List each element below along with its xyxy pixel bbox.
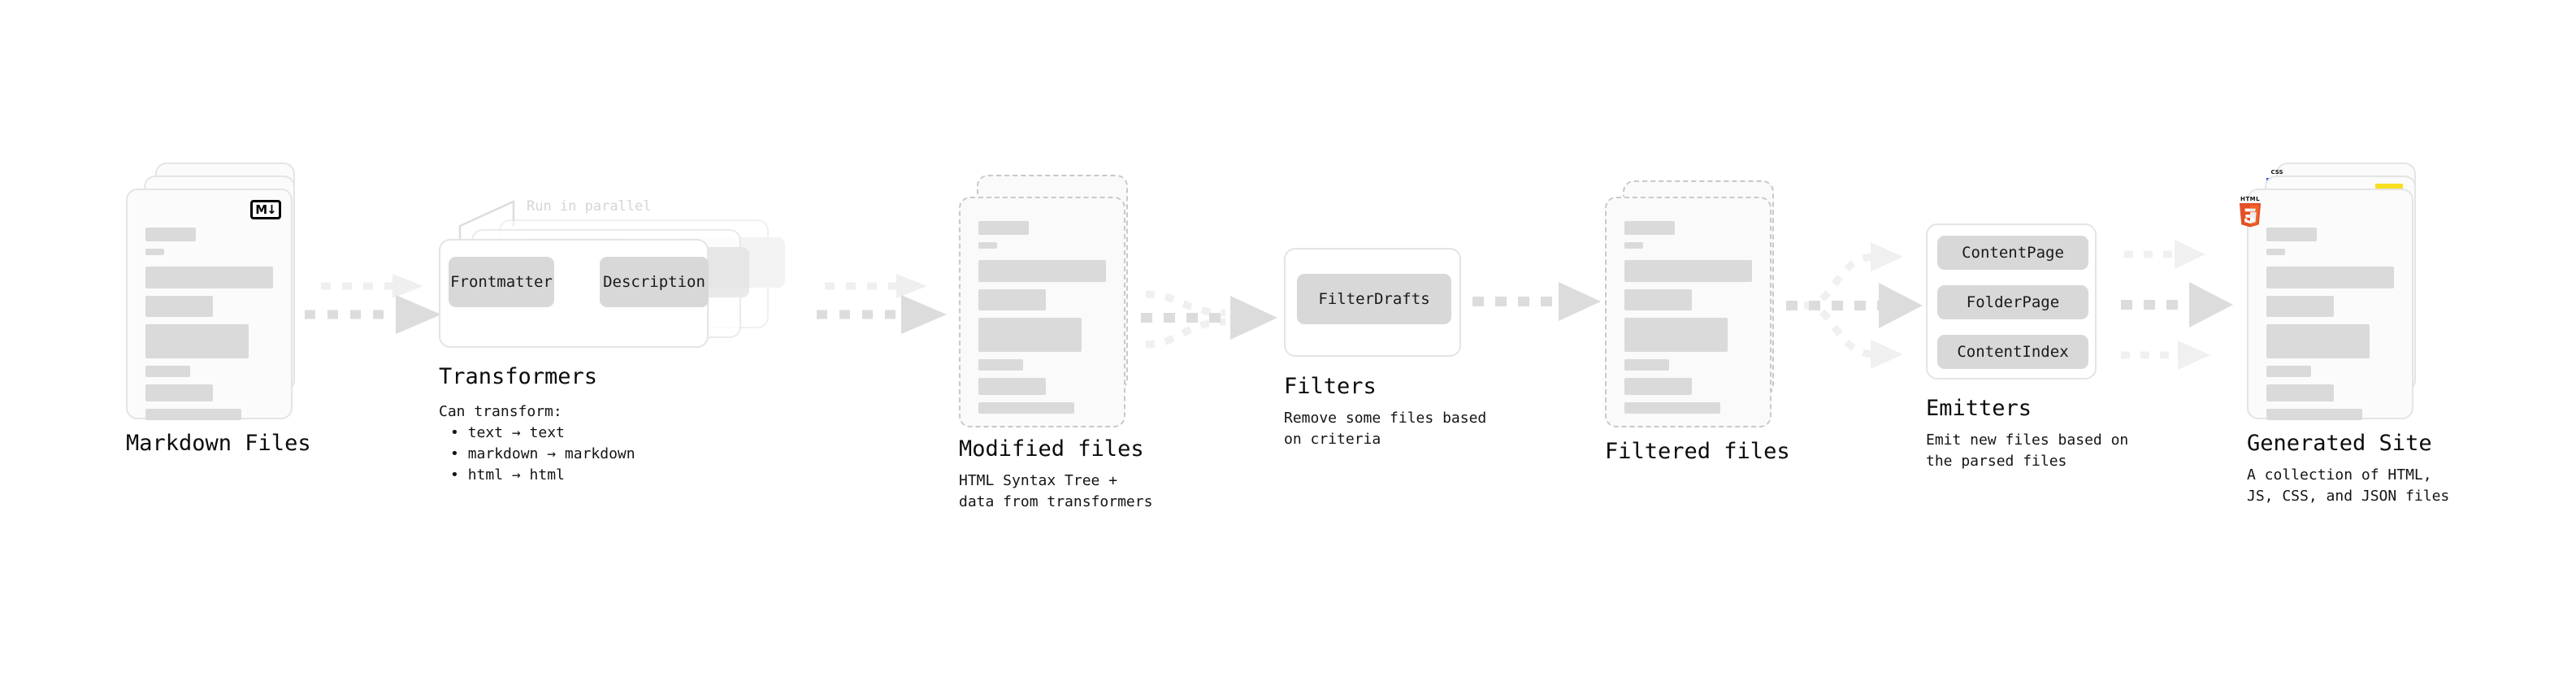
connector-transformers-to-modified <box>817 274 947 334</box>
connector-modified-to-filters <box>1141 290 1277 349</box>
filtered-files-title: Filtered files <box>1605 439 1790 464</box>
transformer-box-front: Frontmatter Description <box>439 239 709 348</box>
filters-box: FilterDrafts <box>1284 248 1461 357</box>
connector-filters-to-filtered <box>1472 282 1601 321</box>
generated-site-description: A collection of HTML, JS, CSS, and JSON … <box>2247 466 2450 505</box>
transformers-list-item-2: html → html <box>450 465 635 486</box>
emitters-chip-contentpage[interactable]: ContentPage <box>1937 236 2088 270</box>
generated-card-front: HTML <box>2239 189 2413 420</box>
html5-shield-icon <box>2239 203 2262 228</box>
transformer-chip-frontmatter[interactable]: Frontmatter <box>449 257 554 307</box>
transformers-list-item-1: markdown → markdown <box>450 444 635 465</box>
modified-files-description: HTML Syntax Tree + data from transformer… <box>959 472 1153 511</box>
modified-files-title: Modified files <box>959 436 1144 462</box>
markdown-file-stack: M↓ <box>126 163 297 423</box>
transformers-title: Transformers <box>439 364 598 389</box>
markdown-badge-label: M↓ <box>255 202 276 217</box>
filtered-skeleton-body <box>1624 221 1752 421</box>
transformer-chip-description-label: Description <box>603 273 705 291</box>
markdown-badge: M↓ <box>250 200 281 219</box>
emitters-title: Emitters <box>1926 396 2032 421</box>
run-in-parallel-label: Run in parallel <box>527 198 652 215</box>
emitters-box: ContentPage FolderPage ContentIndex <box>1926 223 2097 380</box>
run-in-parallel-bracket <box>458 200 515 245</box>
stage-filters: FilterDrafts Filters Remove some files b… <box>1284 248 1486 448</box>
stage-filtered-files: Filtered files <box>1605 180 1790 464</box>
transformers-description-list: text → text markdown → markdown html → h… <box>439 423 635 486</box>
emitters-chip-contentindex-label: ContentIndex <box>1957 343 2069 361</box>
markdown-skeleton-body <box>145 228 273 427</box>
connector-md-to-transformers <box>305 274 441 334</box>
emitters-description: Emit new files based on the parsed files <box>1926 432 2129 471</box>
transformers-description: Can transform: text → text markdown → ma… <box>439 401 635 486</box>
filters-description: Remove some files based on criteria <box>1284 410 1487 449</box>
html5-badge-label: HTML <box>2240 196 2261 202</box>
filtered-card-front <box>1605 197 1772 427</box>
modified-card-front <box>959 197 1125 427</box>
filters-chip-filterdrafts[interactable]: FilterDrafts <box>1297 274 1451 324</box>
markdown-card-front: M↓ <box>126 189 293 420</box>
modified-skeleton-body <box>978 221 1106 421</box>
filtered-file-stack <box>1605 180 1776 427</box>
emitters-chip-contentpage-label: ContentPage <box>1962 244 2064 262</box>
generated-skeleton-body <box>2266 228 2394 427</box>
emitters-chip-folderpage[interactable]: FolderPage <box>1937 285 2088 319</box>
generated-site-title: Generated Site <box>2247 431 2432 456</box>
stage-generated-site: CSS HTML <box>2239 163 2449 505</box>
filters-title: Filters <box>1284 374 1377 399</box>
filters-chip-filterdrafts-label: FilterDrafts <box>1318 290 1430 308</box>
transformers-list-item-0: text → text <box>450 423 635 444</box>
transformers-description-header: Can transform: <box>439 403 562 420</box>
connector-emitters-to-site <box>2121 240 2233 370</box>
generated-site-stack: CSS HTML <box>2239 163 2422 427</box>
markdown-files-title: Markdown Files <box>126 431 311 456</box>
connector-filtered-to-emitters <box>1786 242 1923 369</box>
modified-file-stack <box>959 175 1130 427</box>
stage-emitters: ContentPage FolderPage ContentIndex Emit… <box>1926 223 2128 470</box>
emitters-chip-folderpage-label: FolderPage <box>1966 293 2060 311</box>
stage-markdown-files: M↓ Markdown Files <box>126 163 311 456</box>
transformer-chip-frontmatter-label: Frontmatter <box>450 273 553 291</box>
transformer-chip-description[interactable]: Description <box>600 257 709 307</box>
css-badge-label: CSS <box>2270 169 2283 176</box>
html5-badge: HTML <box>2237 196 2263 228</box>
emitters-chip-contentindex[interactable]: ContentIndex <box>1937 335 2088 369</box>
stage-modified-files: Modified files HTML Syntax Tree + data f… <box>959 175 1152 510</box>
